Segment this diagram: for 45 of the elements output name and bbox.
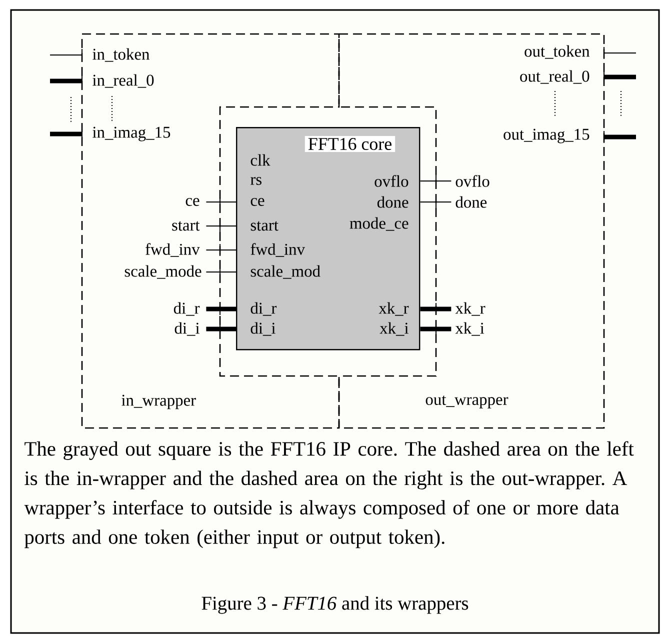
pin-line bbox=[206, 220, 236, 232]
port-label: di_r bbox=[250, 302, 277, 316]
port-label: scale_mod bbox=[250, 265, 320, 279]
port-label: out_imag_15 bbox=[504, 128, 590, 144]
area-label: in_wrapper bbox=[122, 394, 196, 410]
pin-line bbox=[420, 196, 452, 208]
port-label: clk bbox=[250, 154, 270, 166]
port-label: xk_i bbox=[455, 322, 484, 336]
port-label: start bbox=[250, 221, 278, 231]
pin-line bbox=[604, 46, 636, 60]
pin-line bbox=[206, 244, 236, 256]
port-label: ovflo bbox=[374, 175, 408, 187]
port-label: fwd_inv bbox=[146, 243, 200, 257]
description-text: The grayed out square is the FFT16 IP core. The dashed area on the left is the in-wrapper and the dashed area on the right is the out-wrapper. A wrapper’s interface to outside is always composed of one or more data ports and one token (either input or output token). bbox=[24, 441, 634, 548]
port-label: ovflo bbox=[456, 175, 490, 187]
port-label: xk_r bbox=[378, 302, 409, 316]
port-label: di_r bbox=[174, 302, 200, 316]
title-box: FFT16 core bbox=[304, 136, 396, 152]
port-label: start bbox=[172, 221, 200, 231]
port-label: ce bbox=[186, 198, 200, 206]
pin-line bbox=[420, 174, 452, 188]
port-label: xk_r bbox=[455, 302, 486, 316]
pin-line bbox=[206, 266, 236, 278]
port-label: in_imag_15 bbox=[92, 126, 170, 142]
area-label: out_wrapper bbox=[426, 396, 508, 408]
port-label: fwd_inv bbox=[250, 243, 305, 257]
pin-line bbox=[604, 130, 636, 144]
port-label: xk_i bbox=[380, 322, 408, 336]
port-label: scale_mode bbox=[124, 265, 202, 279]
core-box bbox=[236, 127, 420, 350]
port-label: mode_ce bbox=[350, 217, 408, 231]
port-label: done bbox=[377, 196, 408, 208]
port-label: di_i bbox=[250, 322, 276, 336]
port-label: rs bbox=[250, 177, 262, 185]
figure-caption: Figure 3 - FFT16 and its wrappers bbox=[202, 596, 468, 614]
port-label: out_token bbox=[524, 45, 590, 59]
pin-line bbox=[50, 128, 82, 140]
port-label: done bbox=[456, 196, 487, 208]
port-label: in_token bbox=[92, 48, 150, 62]
port-label: di_i bbox=[174, 322, 200, 336]
port-label: out_real_0 bbox=[520, 70, 590, 84]
pin-line bbox=[206, 196, 236, 208]
port-label: in_real_0 bbox=[92, 74, 154, 88]
pin-line bbox=[50, 48, 82, 62]
port-label: ce bbox=[250, 198, 264, 206]
